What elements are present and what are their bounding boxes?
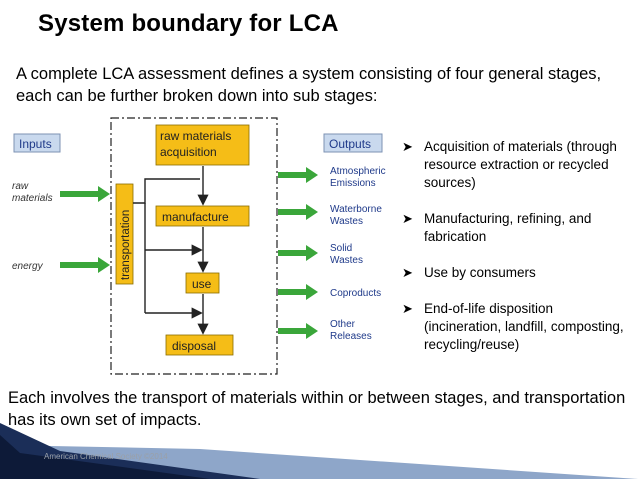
- flow-arrows: [133, 166, 209, 335]
- copyright-text: American Chemical Society ©2014: [44, 452, 168, 461]
- bullet-text: Manufacturing, refining, and fabrication: [424, 211, 592, 244]
- input-energy: energy: [12, 261, 44, 272]
- stage-raw-materials-acquisition: [155, 124, 250, 166]
- arrow-bullet-icon: ➤: [402, 139, 413, 154]
- inputs-label: Inputs: [19, 137, 52, 151]
- input-arrow-raw-materials: [60, 186, 110, 202]
- arrow-bullet-icon: ➤: [402, 301, 413, 316]
- system-boundary: [110, 117, 278, 375]
- inputs-header: [13, 133, 61, 153]
- stage-disposal-label: disposal: [172, 339, 216, 353]
- stage-use-label: use: [192, 277, 212, 291]
- intro-text: A complete LCA assessment defines a syst…: [16, 65, 602, 105]
- transportation-box: [115, 183, 134, 285]
- stage-use: [185, 272, 220, 294]
- bullet-item: ➤ Acquisition of materials (through resou…: [402, 138, 634, 192]
- bullet-item: ➤ End-of-life disposition (incineration, …: [402, 300, 634, 354]
- outputs-header: [323, 133, 383, 153]
- bullet-item: ➤ Use by consumers: [402, 264, 634, 282]
- stage-manufacture: [155, 205, 250, 227]
- decorative-wedge: [0, 423, 638, 479]
- arrow-bullet-icon: ➤: [402, 265, 413, 280]
- bullet-text: End-of-life disposition (incineration, l…: [424, 301, 624, 352]
- bullet-text: Use by consumers: [424, 265, 536, 280]
- arrow-bullet-icon: ➤: [402, 211, 413, 226]
- input-arrow-energy: [60, 257, 110, 273]
- output-coproducts: Coproducts: [330, 288, 381, 299]
- bullet-text: Acquisition of materials (through resour…: [424, 139, 617, 190]
- stage-manufacture-label: manufacture: [162, 210, 229, 224]
- footer-text: Each involves the transport of materials…: [8, 389, 626, 429]
- output-arrows: [278, 167, 318, 339]
- stage-disposal: [165, 334, 234, 356]
- bullet-item: ➤ Manufacturing, refining, and fabricatio…: [402, 210, 634, 246]
- slide-title: System boundary for LCA: [38, 10, 339, 37]
- outputs-label: Outputs: [329, 137, 371, 151]
- transportation-label: transportation: [120, 210, 132, 280]
- stage-bullet-list: ➤ Acquisition of materials (through resou…: [402, 138, 634, 372]
